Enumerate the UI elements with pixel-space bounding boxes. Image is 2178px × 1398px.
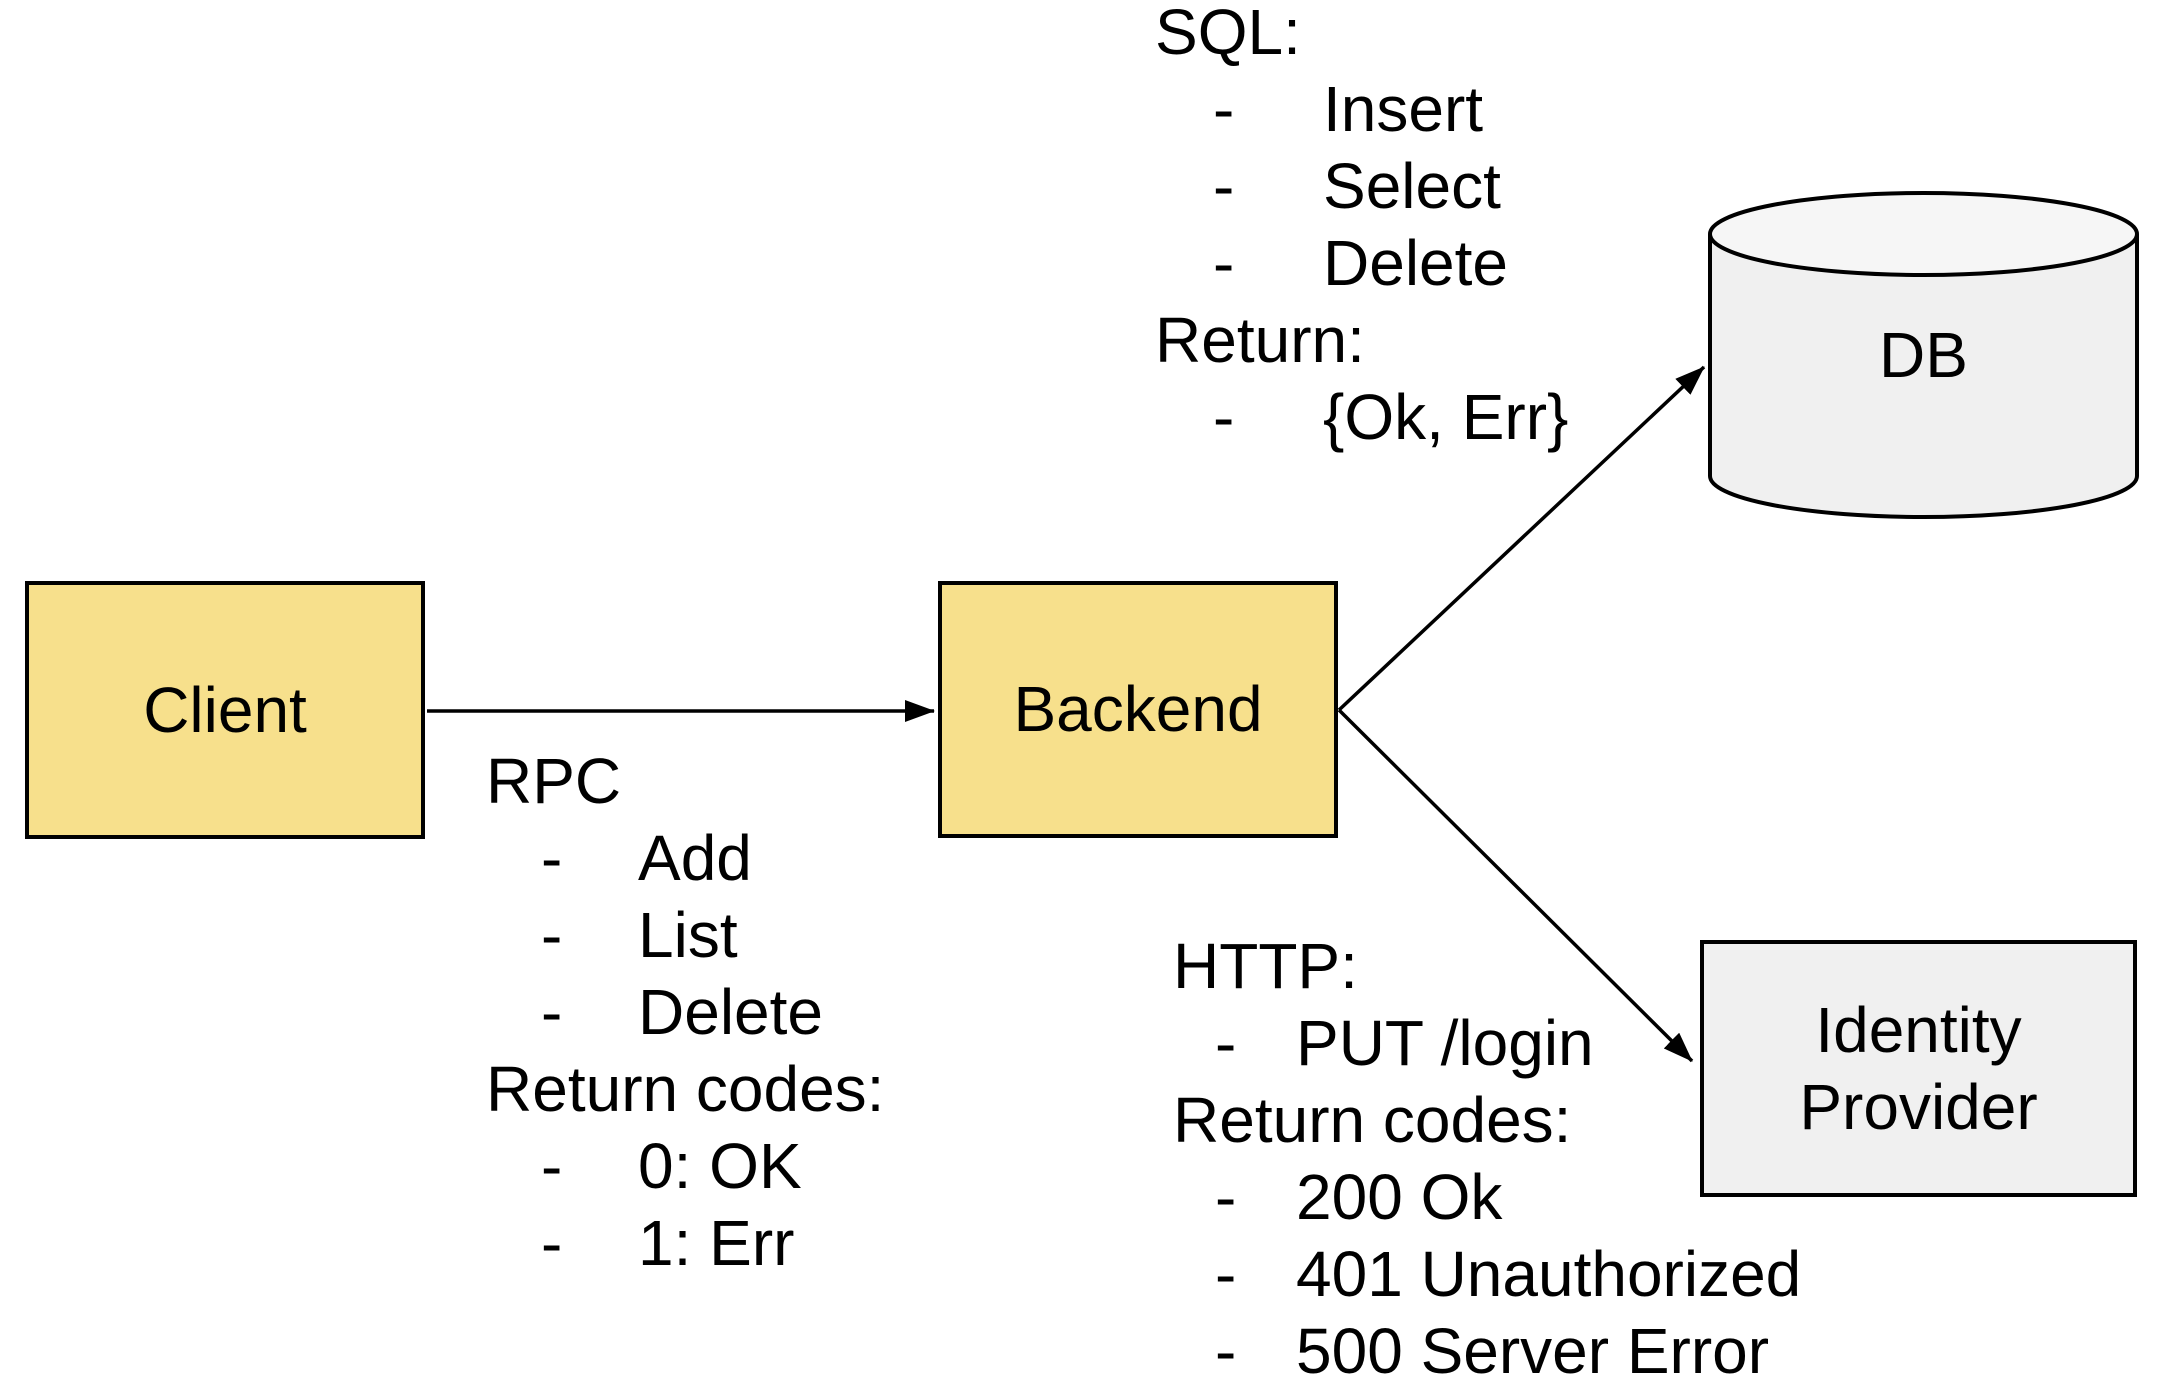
- bullet-dash: -: [541, 976, 563, 1048]
- bullet-dash: -: [541, 1207, 563, 1279]
- bullet-dash: -: [1215, 1315, 1237, 1387]
- annotation-return-title: Return:: [1155, 304, 1365, 376]
- sql-annotation: SQL: - Insert - Select - Delete Return: …: [1155, 0, 1568, 456]
- bullet-dash: -: [1213, 150, 1235, 222]
- bullet-dash: -: [1215, 1238, 1237, 1310]
- annotation-item: - {Ok, Err}: [1155, 379, 1568, 456]
- annotation-item: - Delete: [486, 974, 884, 1051]
- annotation-item: - Delete: [1155, 225, 1568, 302]
- annotation-item-text: PUT /login: [1296, 1007, 1594, 1079]
- annotation-item: - 401 Unauthorized: [1173, 1236, 1801, 1313]
- annotation-item: - Insert: [1155, 71, 1568, 148]
- bullet-dash: -: [1213, 381, 1235, 453]
- annotation-item-text: 500 Server Error: [1296, 1315, 1770, 1387]
- bullet-dash: -: [541, 822, 563, 894]
- annotation-item-text: Delete: [638, 976, 823, 1048]
- client-node: Client: [25, 581, 425, 839]
- backend-idp-arrow: [1337, 708, 1694, 1063]
- bullet-dash: -: [1215, 1007, 1237, 1079]
- bullet-dash: -: [541, 1130, 563, 1202]
- db-node: [1708, 191, 2139, 519]
- http-annotation: HTTP: - PUT /login Return codes: - 200 O…: [1173, 928, 1801, 1390]
- db-label-text: DB: [1879, 318, 1968, 391]
- annotation-item: - List: [486, 897, 884, 974]
- annotation-return-title: Return codes:: [486, 1053, 885, 1125]
- annotation-title: SQL:: [1155, 0, 1301, 68]
- annotation-item-text: Add: [638, 822, 752, 894]
- bullet-dash: -: [541, 899, 563, 971]
- bullet-dash: -: [1213, 73, 1235, 145]
- database-cylinder-top: [1708, 191, 2139, 277]
- annotation-item-text: 0: OK: [638, 1130, 802, 1202]
- annotation-item: - 0: OK: [486, 1128, 884, 1205]
- annotation-item: - PUT /login: [1173, 1005, 1801, 1082]
- annotation-item-text: 1: Err: [638, 1207, 795, 1279]
- annotation-return-title: Return codes:: [1173, 1084, 1572, 1156]
- annotation-item-text: Select: [1323, 150, 1501, 222]
- bullet-dash: -: [1213, 227, 1235, 299]
- backend-node-label: Backend: [1013, 673, 1263, 745]
- db-node-label: DB: [1710, 234, 2137, 476]
- annotation-item: - 1: Err: [486, 1205, 884, 1282]
- identity-provider-node: Identity Provider: [1700, 940, 2137, 1197]
- rpc-annotation: RPC - Add - List - Delete Return codes: …: [486, 743, 884, 1282]
- annotation-item-text: List: [638, 899, 738, 971]
- backend-db-arrow: [1337, 365, 1706, 712]
- annotation-title: RPC: [486, 745, 622, 817]
- identity-provider-node-label: Identity Provider: [1799, 993, 2038, 1143]
- annotation-title: HTTP:: [1173, 930, 1358, 1002]
- annotation-item-text: Delete: [1323, 227, 1508, 299]
- annotation-item: - Select: [1155, 148, 1568, 225]
- annotation-item-text: 200 Ok: [1296, 1161, 1503, 1233]
- annotation-item: - Add: [486, 820, 884, 897]
- annotation-item: - 500 Server Error: [1173, 1313, 1801, 1390]
- bullet-dash: -: [1215, 1161, 1237, 1233]
- backend-node: Backend: [938, 581, 1338, 838]
- database-cylinder-body: [1708, 234, 2139, 519]
- client-node-label: Client: [143, 673, 307, 746]
- annotation-item: - 200 Ok: [1173, 1159, 1801, 1236]
- annotation-item-text: {Ok, Err}: [1323, 381, 1569, 453]
- annotation-item-text: 401 Unauthorized: [1296, 1238, 1802, 1310]
- annotation-item-text: Insert: [1323, 73, 1484, 145]
